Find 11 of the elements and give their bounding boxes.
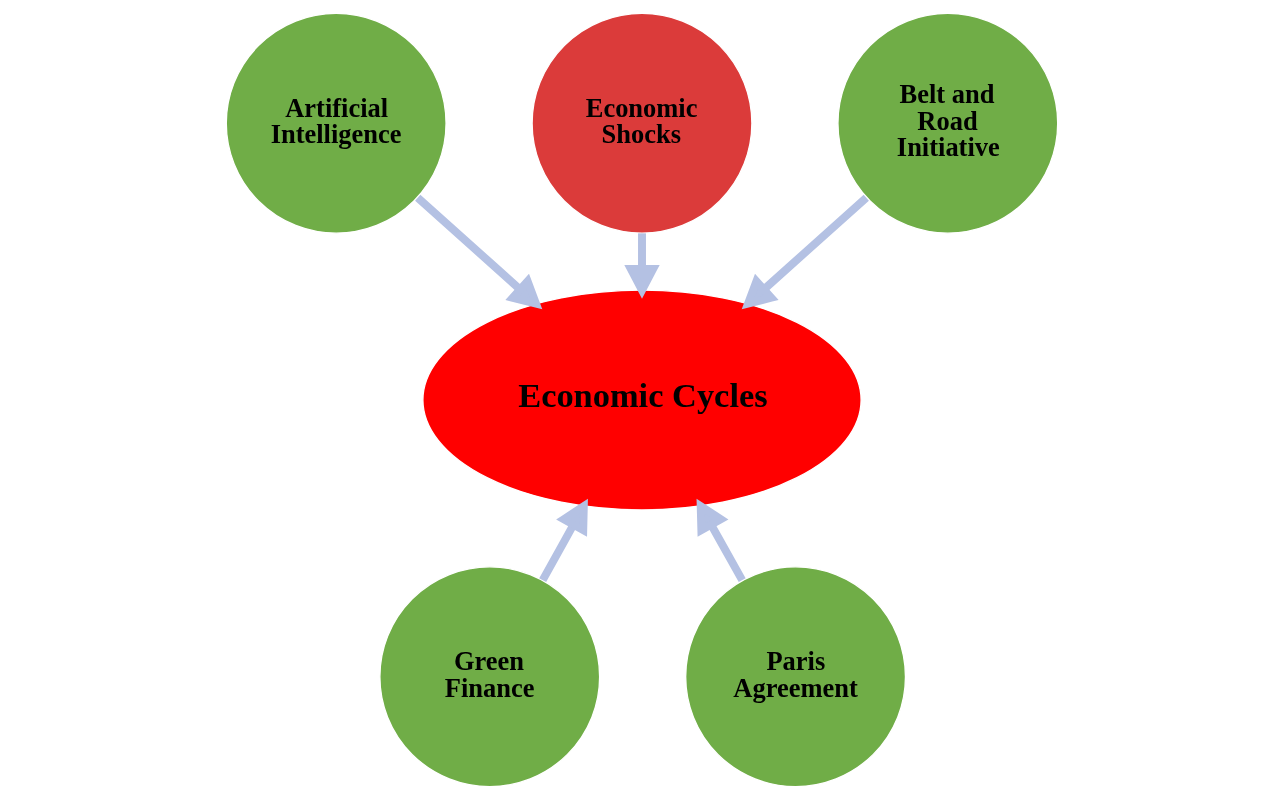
arrow [414,194,542,310]
node-ellipse: Economic Cycles [421,289,862,511]
node-circle: Belt and Road Initiative [836,12,1058,234]
arrow [623,233,660,299]
node-circle: Paris Agreement [684,566,906,788]
arrow [538,498,588,583]
node-circle: Economic Shocks [530,12,753,234]
arrow [696,498,746,583]
node-circle: Artificial Intelligence [225,12,447,234]
node-circle: Green Finance [378,566,600,788]
arrow [741,194,869,310]
